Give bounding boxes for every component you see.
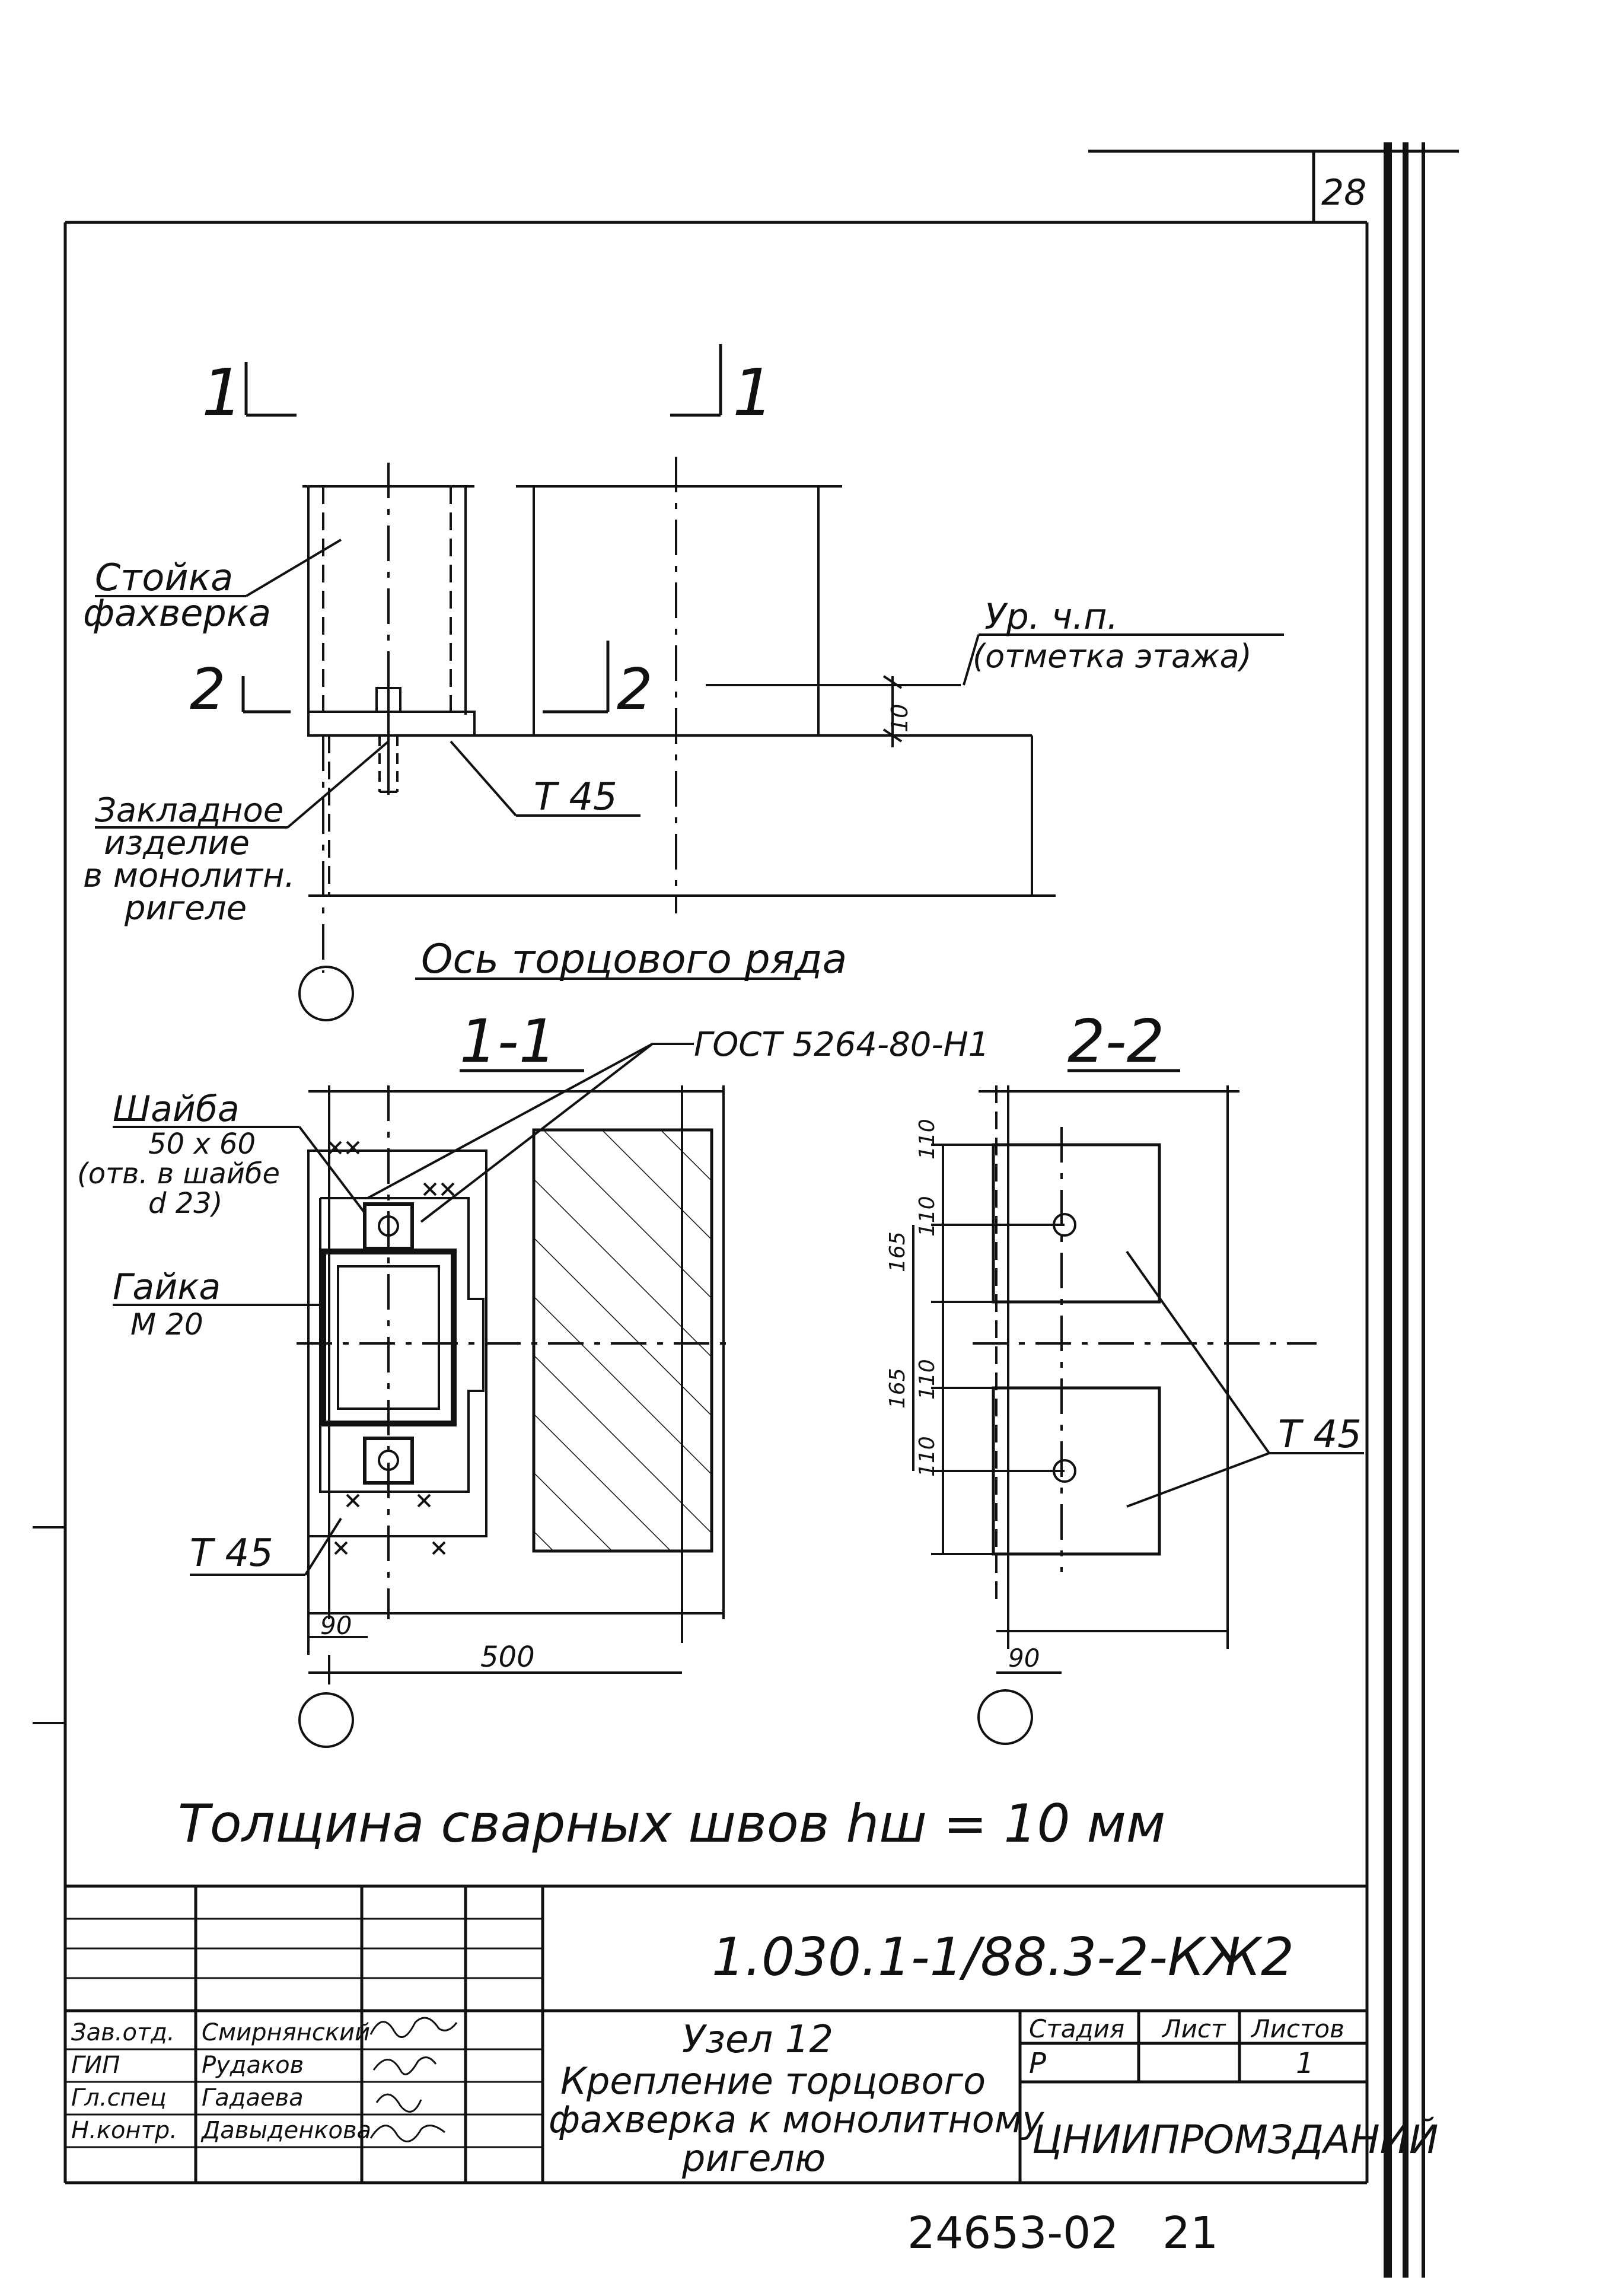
washer-label: Шайба 50 х 60 (отв. в шайбе d 23) xyxy=(77,1088,366,1220)
svg-text:110: 110 xyxy=(915,1359,939,1400)
name-2: Рудаков xyxy=(202,2052,304,2079)
node-desc-3: ригелю xyxy=(681,2136,826,2180)
svg-text:2: 2 xyxy=(190,657,225,722)
archive-number: 24653-02 xyxy=(907,2208,1118,2259)
svg-text:(отв. в шайбе: (отв. в шайбе xyxy=(77,1157,280,1190)
axis-bubble-left xyxy=(298,1692,354,1748)
svg-text:Т 45: Т 45 xyxy=(190,1531,273,1575)
svg-text:изделие: изделие xyxy=(104,824,250,862)
archive-page: 21 xyxy=(1162,2208,1218,2259)
weld-callout: ГОСТ 5264-80-Н1 xyxy=(367,1026,989,1223)
svg-text:в монолитн.: в монолитн. xyxy=(83,856,295,895)
section-1-1 xyxy=(297,1085,735,1684)
svg-text:фахверка: фахверка xyxy=(83,591,271,635)
svg-text:ГОСТ 5264-80-Н1: ГОСТ 5264-80-Н1 xyxy=(694,1026,989,1064)
svg-text:110: 110 xyxy=(915,1436,939,1477)
edge-marks xyxy=(33,1526,65,1724)
svg-text:110: 110 xyxy=(915,1196,939,1237)
doc-code: 1.030.1-1/88.3-2-КЖ2 xyxy=(712,1926,1294,1988)
weld-thickness-note: Толщина сварных швов hш = 10 мм xyxy=(178,1793,1165,1854)
signatures xyxy=(369,2017,458,2142)
role-1: Зав.отд. xyxy=(71,2019,175,2046)
node-desc-2: фахверка к монолитному xyxy=(549,2098,1044,2141)
svg-text:Ось торцового ряда: Ось торцового ряда xyxy=(421,936,847,983)
svg-text:d 23): d 23) xyxy=(148,1187,223,1220)
svg-text:165: 165 xyxy=(885,1231,910,1272)
axis-label: Ось торцового ряда xyxy=(415,936,847,983)
svg-text:1-1: 1-1 xyxy=(460,1007,556,1076)
floor-level-label: Ур. ч.п. (отметка этажа) xyxy=(963,596,1284,686)
name-3: Гадаева xyxy=(202,2084,304,2112)
section-2-2-title: 2-2 xyxy=(1067,1007,1180,1076)
axis-bubble-top xyxy=(298,966,354,1021)
svg-text:М 20: М 20 xyxy=(130,1307,203,1342)
svg-text:Шайба: Шайба xyxy=(113,1088,240,1130)
svg-text:2-2: 2-2 xyxy=(1067,1007,1164,1076)
embed-label: Закладное изделие в монолитн. ригеле xyxy=(83,740,390,928)
cut-marker-2-right: 2 xyxy=(543,641,652,722)
stage-value: Р xyxy=(1029,2047,1046,2080)
title-block xyxy=(65,1884,1367,2183)
axis-bubble-right xyxy=(977,1689,1033,1745)
svg-text:110: 110 xyxy=(915,1119,939,1160)
svg-text:50 х 60: 50 х 60 xyxy=(148,1128,256,1161)
concrete-beam-section xyxy=(532,1128,713,1553)
sheets-value: 1 xyxy=(1296,2047,1314,2080)
dim-90-right: 90 xyxy=(1008,1644,1040,1673)
node-title: Узел 12 xyxy=(682,2018,833,2062)
svg-text:Т 45: Т 45 xyxy=(534,775,617,819)
t45-right-label: Т 45 xyxy=(1278,1413,1362,1457)
svg-text:1: 1 xyxy=(732,355,774,431)
svg-text:Ур. ч.п.: Ур. ч.п. xyxy=(984,596,1118,638)
page-number: 28 xyxy=(1321,172,1366,214)
cut-marker-1-right: 1 xyxy=(670,344,774,431)
svg-text:1: 1 xyxy=(202,355,243,431)
post-label: Стойка фахверка xyxy=(83,539,342,635)
section-2-2 xyxy=(912,1085,1364,1674)
svg-text:(отметка этажа): (отметка этажа) xyxy=(973,638,1252,675)
col-sheets: Листов xyxy=(1250,2014,1344,2043)
section-1-1-title: 1-1 xyxy=(460,1007,584,1076)
col-stage: Стадия xyxy=(1029,2014,1124,2043)
role-2: ГИП xyxy=(71,2052,120,2079)
svg-text:2: 2 xyxy=(617,657,652,722)
col-sheet: Лист xyxy=(1161,2014,1226,2043)
dim-500: 500 xyxy=(480,1641,535,1674)
elevation-view xyxy=(302,457,1056,973)
svg-text:Закладное: Закладное xyxy=(95,791,283,830)
svg-text:165: 165 xyxy=(885,1368,910,1409)
name-4: Давыденкова xyxy=(200,2117,371,2144)
svg-text:10: 10 xyxy=(887,704,913,733)
t45-top-label: Т 45 xyxy=(450,740,640,819)
cut-marker-2-left: 2 xyxy=(190,657,291,722)
name-1: Смирнянский xyxy=(202,2019,370,2046)
svg-text:Стойка: Стойка xyxy=(95,556,233,599)
node-desc-1: Крепление торцового xyxy=(560,2059,986,2103)
dim-90-left: 90 xyxy=(320,1611,352,1640)
sheet-frame xyxy=(63,142,1459,2278)
role-3: Гл.спец xyxy=(71,2084,167,2112)
cut-marker-1-left: 1 xyxy=(202,355,297,431)
organization: ЦНИИПРОМЗДАНИЙ xyxy=(1032,2116,1438,2163)
svg-text:ригеле: ригеле xyxy=(124,889,247,928)
t45-left-label: Т 45 xyxy=(190,1517,342,1576)
role-4: Н.контр. xyxy=(71,2117,177,2144)
svg-text:Гайка: Гайка xyxy=(113,1266,221,1308)
nut-label: Гайка М 20 xyxy=(113,1266,323,1342)
